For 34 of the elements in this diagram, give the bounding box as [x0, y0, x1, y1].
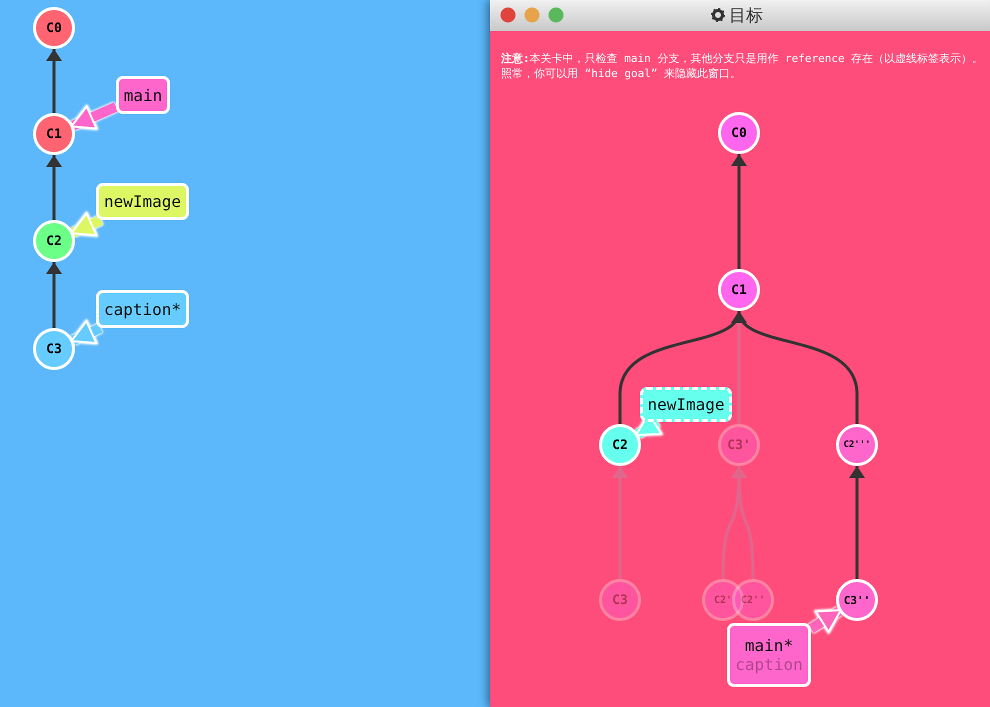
commit-circle: C3 [33, 328, 75, 370]
branch-label: caption* [96, 290, 189, 328]
commit-circle: C0 [718, 112, 760, 154]
commit-arrow [612, 466, 628, 579]
branch-label [727, 623, 811, 687]
commit-circle: C1 [718, 269, 760, 311]
branch-label: newImage [640, 387, 732, 422]
commit-circle: C0 [33, 7, 75, 49]
commit-circle: C3' [718, 424, 760, 466]
branch-arrow [70, 212, 104, 238]
commit-circle: C2 [599, 424, 641, 466]
branch-arrow [70, 102, 118, 130]
branch-name: main* [744, 636, 794, 655]
commit-arrow [46, 49, 62, 113]
commit-arrow [46, 155, 62, 220]
commit-arrow [731, 466, 754, 580]
commit-circle: C3 [599, 579, 641, 621]
note-text: 注意:本关卡中，只检查 main 分支，其他分支只是用作 reference 存在（以虚线标签表示）。照常，你可以用 “hide goal” 来隐藏此窗口。 [501, 51, 984, 81]
commit-arrow [46, 262, 62, 328]
branch-label: main [116, 76, 170, 114]
branch-name: caption [735, 655, 803, 674]
commit-circle: C2 [33, 220, 75, 262]
branch-arrow [70, 320, 103, 345]
commit-circle: C2''' [836, 424, 878, 466]
window-title: 目标 [729, 5, 763, 27]
commit-arrow [849, 466, 865, 579]
commit-arrow [734, 310, 858, 424]
branch-arrow [808, 606, 842, 633]
branch-label: newImage [96, 183, 189, 220]
commit-circle: C3'' [836, 579, 878, 621]
commit-arrow [731, 154, 747, 269]
commit-circle: C1 [33, 113, 75, 155]
commit-circle: C2'' [732, 579, 774, 621]
goal-window [490, 0, 990, 707]
